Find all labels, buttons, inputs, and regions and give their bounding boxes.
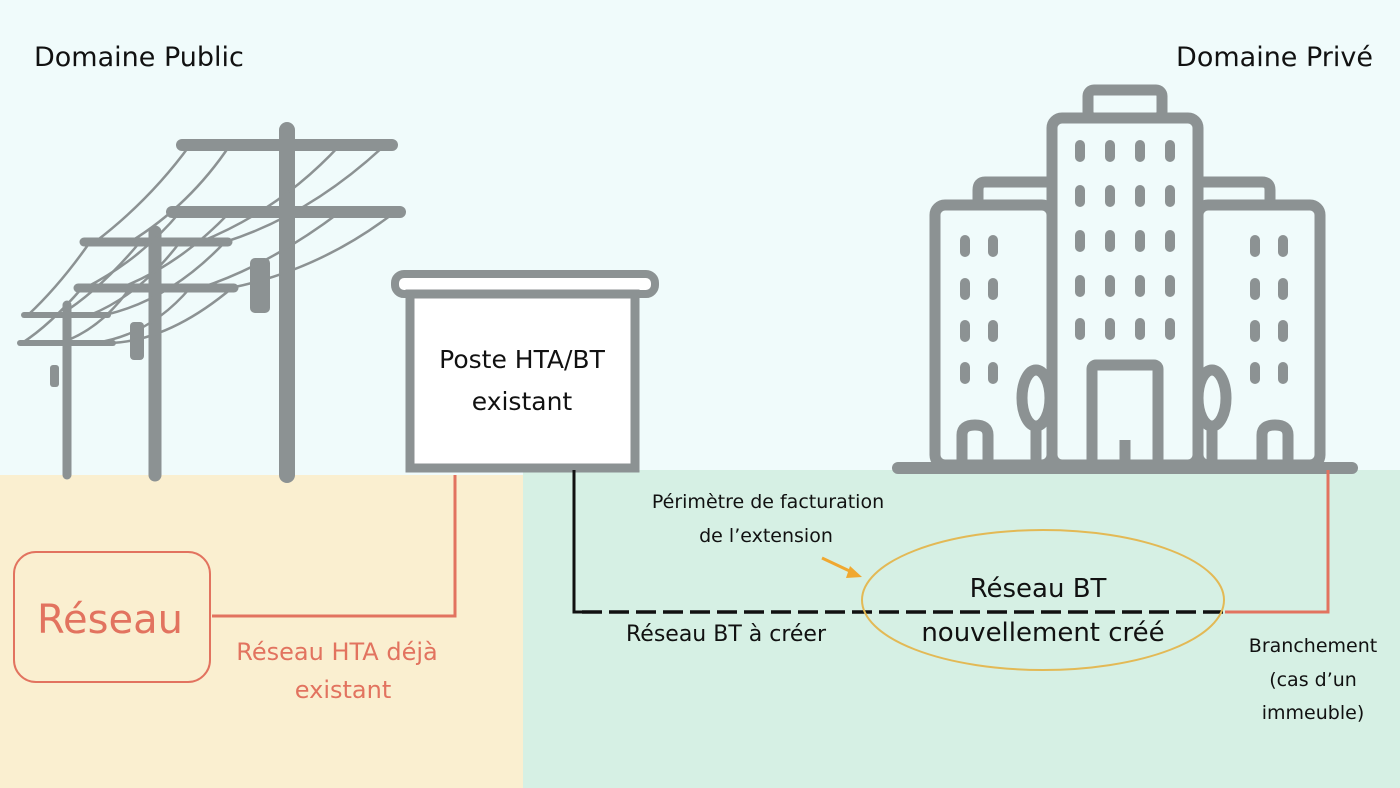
public-ground-zone [0, 475, 523, 788]
private-domain-label: Domaine Privé [1176, 42, 1373, 73]
utility-poles-icon [17, 122, 406, 483]
bt-new-label-line2: nouvellement créé [921, 618, 1164, 648]
substation-label-line2: existant [472, 387, 573, 416]
arrow-icon [821, 556, 862, 578]
bt-to-create-label: Réseau BT à créer [626, 622, 827, 647]
branch-label-line1: Branchement [1249, 635, 1377, 657]
hta-line [212, 475, 457, 618]
network-box [13, 551, 211, 683]
branch-label-line2: (cas d’un [1269, 669, 1357, 691]
branch-label-line3: immeuble) [1262, 702, 1364, 724]
bt-line-solid [572, 470, 582, 614]
billing-perimeter-ellipse [861, 529, 1225, 671]
substation-label-line1: Poste HTA/BT [439, 345, 605, 374]
billing-label-line2: de l’extension [699, 525, 833, 547]
public-domain-label: Domaine Public [34, 42, 244, 73]
bt-new-label-line1: Réseau BT [970, 574, 1107, 604]
branch-line [1225, 470, 1330, 614]
billing-label-line1: Périmètre de facturation [652, 491, 884, 513]
hta-label-line2: existant [295, 676, 391, 704]
substation-icon [391, 270, 659, 473]
private-ground-zone [523, 470, 1400, 788]
network-box-label: Réseau [37, 597, 183, 643]
building-icon [892, 84, 1358, 474]
hta-label-line1: Réseau HTA déjà [236, 638, 437, 666]
